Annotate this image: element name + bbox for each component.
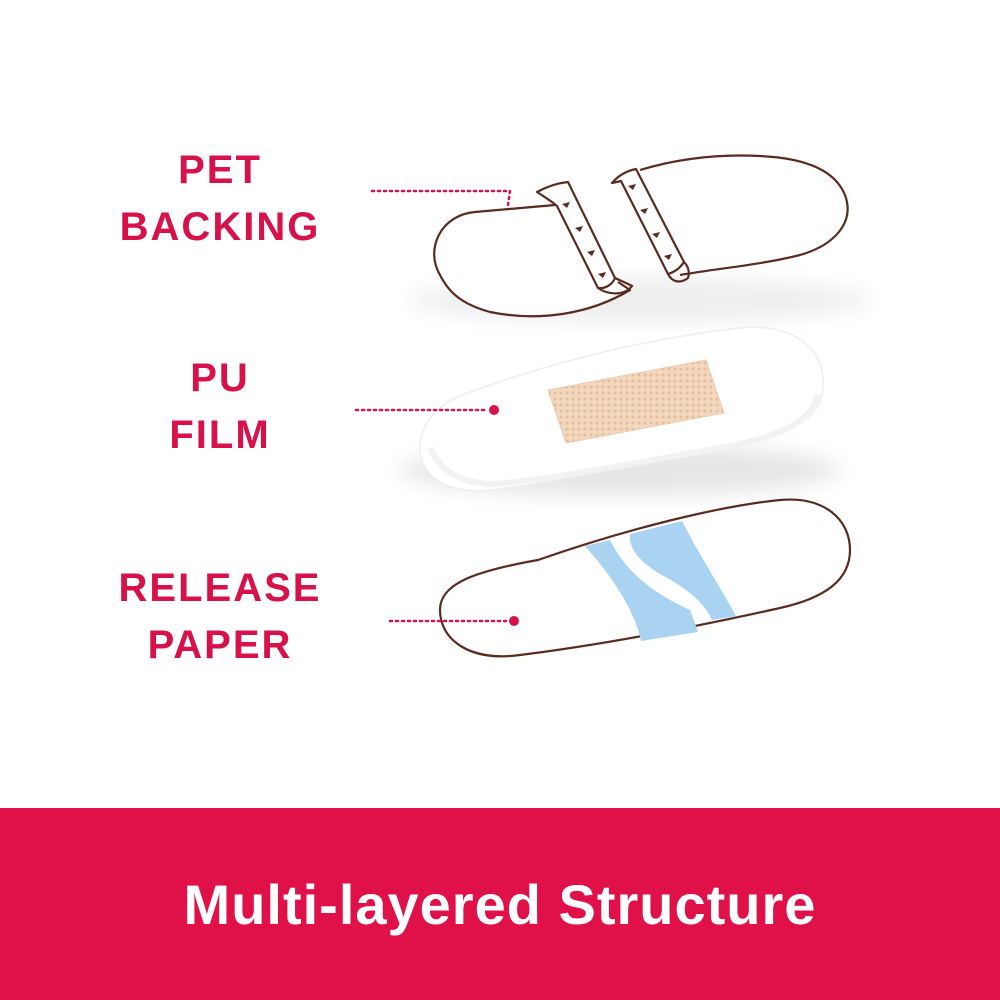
pet-backing-right-piece	[639, 154, 849, 277]
release-paper-sheet	[438, 498, 852, 658]
pet-backing-layer	[410, 154, 870, 322]
release-paper-layer	[438, 498, 852, 658]
release-paper-leader-dot	[509, 616, 519, 626]
pet-backing-peel-arrows	[562, 184, 672, 278]
absorbent-pad	[547, 359, 725, 444]
pet-backing-left-flap	[535, 180, 617, 290]
release-paper-label-line-1: RELEASE	[118, 566, 322, 610]
release-paper-label: RELEASE PAPER	[90, 560, 350, 674]
pu-film-edge-highlight	[427, 394, 821, 488]
pet-backing-label: PET BACKING	[90, 142, 350, 256]
pet-backing-right-flap-edge	[667, 261, 690, 283]
pet-backing-left-flap-edge	[597, 277, 634, 295]
pu-film-layer	[400, 326, 840, 496]
pu-film-label-line-2: FILM	[169, 413, 271, 457]
release-paper-left-strip	[585, 540, 698, 641]
pet-backing-left-piece	[433, 203, 632, 318]
release-paper-right-strip	[629, 521, 736, 620]
pet-backing-label-line-1: PET	[178, 148, 262, 192]
leader-lines	[354, 189, 519, 626]
pet-backing-label-line-2: BACKING	[119, 205, 321, 249]
pu-film-label: PU FILM	[90, 350, 350, 464]
pu-film-leader-dot	[489, 405, 499, 415]
pet-backing-leader	[370, 189, 512, 207]
pu-film-label-line-1: PU	[190, 356, 250, 400]
footer-banner	[0, 808, 1000, 1000]
footer-title: Multi-layered Structure	[183, 873, 817, 936]
release-paper-label-line-2: PAPER	[147, 623, 293, 667]
